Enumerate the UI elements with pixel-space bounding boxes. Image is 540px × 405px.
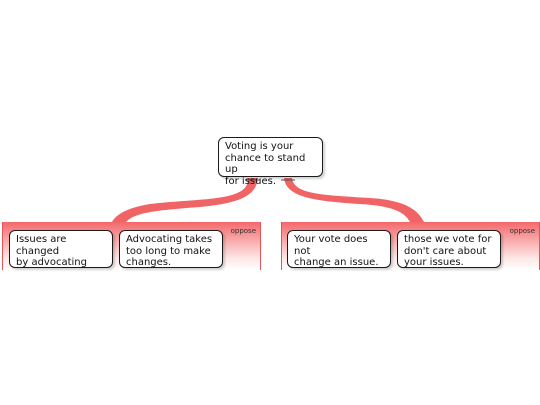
root-topic[interactable]: Voting is your chance to stand up for is… bbox=[218, 137, 323, 187]
subtopic-issues-changed-by-advocating[interactable]: Issues are changed by advocating bbox=[9, 230, 113, 268]
oppose-label: oppose bbox=[230, 227, 256, 235]
subtopic-those-we-vote-for-dont-care[interactable]: those we vote for don't care about your … bbox=[397, 230, 501, 268]
subtopic-vote-does-not-change-issue[interactable]: Your vote does not change an issue. bbox=[287, 230, 391, 268]
subtopic-advocating-takes-too-long[interactable]: Advocating takes too long to make change… bbox=[119, 230, 223, 268]
connector-left bbox=[112, 178, 258, 222]
connector-right bbox=[284, 178, 424, 222]
oppose-label: oppose bbox=[509, 227, 535, 235]
